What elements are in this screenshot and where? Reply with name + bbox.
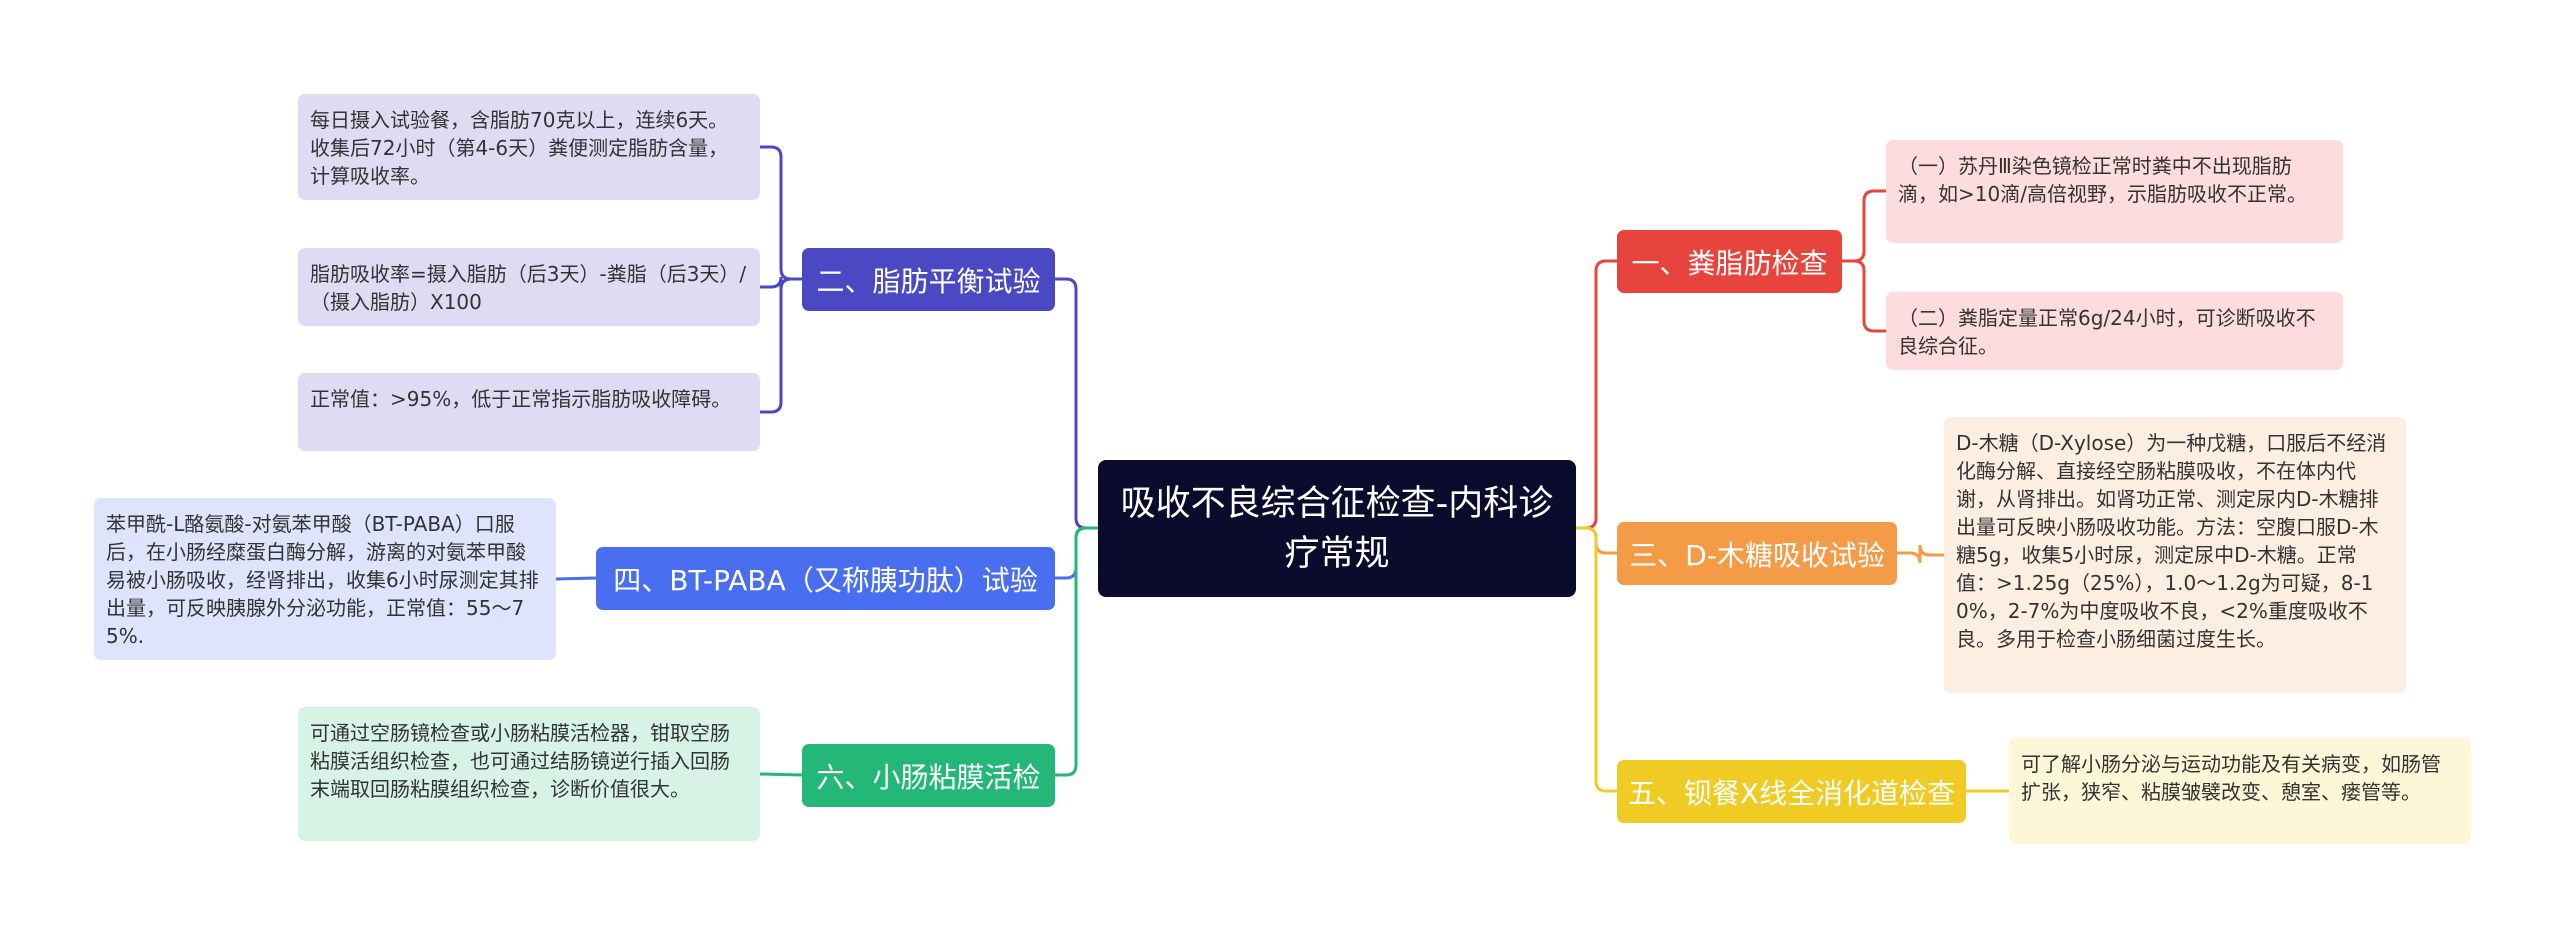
link-branch4-leaf1 (555, 576, 597, 581)
leaf-d-xylose-detail[interactable]: D-木糖（D-Xylose）为一种戊糖，口服后不经消化酶分解、直接经空肠粘膜吸收… (1944, 417, 2406, 693)
branch-mucosal-biopsy[interactable]: 六、小肠粘膜活检 (802, 744, 1055, 807)
leaf-text: （二）粪脂定量正常6g/24小时，可诊断吸收不良综合征。 (1898, 306, 2316, 358)
branch-d-xylose-test[interactable]: 三、D-木糖吸收试验 (1617, 522, 1897, 585)
link-center-branch1 (1576, 259, 1617, 530)
branch-fecal-fat-test[interactable]: 一、粪脂肪检查 (1617, 230, 1842, 293)
link-branch2-leaf1 (760, 145, 802, 281)
link-center-branch5 (1576, 526, 1617, 793)
branch-label: 四、BT-PABA（又称胰功肽）试验 (613, 563, 1038, 597)
branch-label: 三、D-木糖吸收试验 (1629, 538, 1885, 572)
link-branch2-leaf3 (760, 277, 802, 414)
link-branch1-leaf2 (1842, 259, 1886, 333)
leaf-text: 可通过空肠镜检查或小肠粘膜活检器，钳取空肠粘膜活组织检查，也可通过结肠镜逆行插入… (310, 721, 730, 801)
central-topic[interactable]: 吸收不良综合征检查-内科诊疗常规 (1098, 460, 1576, 597)
leaf-absorption-rate[interactable]: 脂肪吸收率=摄入脂肪（后3天）-粪脂（后3天）/（摄入脂肪）X100 (298, 248, 760, 326)
leaf-test-meal[interactable]: 每日摄入试验餐，含脂肪70克以上，连续6天。收集后72小时（第4-6天）粪便测定… (298, 94, 760, 200)
leaf-biopsy-detail[interactable]: 可通过空肠镜检查或小肠粘膜活检器，钳取空肠粘膜活组织检查，也可通过结肠镜逆行插入… (298, 707, 760, 841)
leaf-text: 苯甲酰-L酪氨酸-对氨苯甲酸（BT-PABA）口服后，在小肠经糜蛋白酶分解，游离… (106, 512, 539, 648)
leaf-text: 每日摄入试验餐，含脂肪70克以上，连续6天。收集后72小时（第4-6天）粪便测定… (310, 108, 729, 188)
link-branch1-leaf1 (1842, 189, 1886, 263)
branch-fat-balance-test[interactable]: 二、脂肪平衡试验 (802, 248, 1055, 311)
link-center-branch2 (1055, 277, 1098, 530)
central-topic-label: 吸收不良综合征检查-内科诊疗常规 (1120, 483, 1554, 574)
leaf-sudan-stain[interactable]: （一）苏丹Ⅲ染色镜检正常时粪中不出现脂肪滴，如>10滴/高倍视野，示脂肪吸收不正… (1886, 140, 2343, 243)
branch-label: 五、钡餐X线全消化道检查 (1627, 776, 1956, 810)
link-center-branch6 (1055, 526, 1098, 777)
leaf-barium-detail[interactable]: 可了解小肠分泌与运动功能及有关病变，如肠管扩张，狭窄、粘膜皱襞改变、憩室、瘘管等… (2009, 738, 2471, 844)
branch-label: 二、脂肪平衡试验 (816, 264, 1041, 298)
link-branch3-leaf1 (1897, 544, 1944, 564)
branch-label: 六、小肠粘膜活检 (816, 760, 1041, 794)
leaf-normal-value[interactable]: 正常值：>95%，低于正常指示脂肪吸收障碍。 (298, 373, 760, 451)
branch-label: 一、粪脂肪检查 (1631, 246, 1828, 280)
branch-bt-paba-test[interactable]: 四、BT-PABA（又称胰功肽）试验 (596, 547, 1055, 610)
leaf-text: D-木糖（D-Xylose）为一种戊糖，口服后不经消化酶分解、直接经空肠粘膜吸收… (1956, 431, 2387, 651)
leaf-text: 可了解小肠分泌与运动功能及有关病变，如肠管扩张，狭窄、粘膜皱襞改变、憩室、瘘管等… (2021, 752, 2441, 804)
leaf-text: 正常值：>95%，低于正常指示脂肪吸收障碍。 (310, 387, 732, 411)
leaf-text: （一）苏丹Ⅲ染色镜检正常时粪中不出现脂肪滴，如>10滴/高倍视野，示脂肪吸收不正… (1898, 154, 2307, 206)
link-branch6-leaf1 (759, 772, 803, 777)
leaf-fecal-fat-quant[interactable]: （二）粪脂定量正常6g/24小时，可诊断吸收不良综合征。 (1886, 292, 2343, 370)
leaf-text: 脂肪吸收率=摄入脂肪（后3天）-粪脂（后3天）/（摄入脂肪）X100 (310, 262, 747, 314)
leaf-bt-paba-detail[interactable]: 苯甲酰-L酪氨酸-对氨苯甲酸（BT-PABA）口服后，在小肠经糜蛋白酶分解，游离… (94, 498, 556, 660)
branch-barium-xray[interactable]: 五、钡餐X线全消化道检查 (1617, 760, 1966, 823)
